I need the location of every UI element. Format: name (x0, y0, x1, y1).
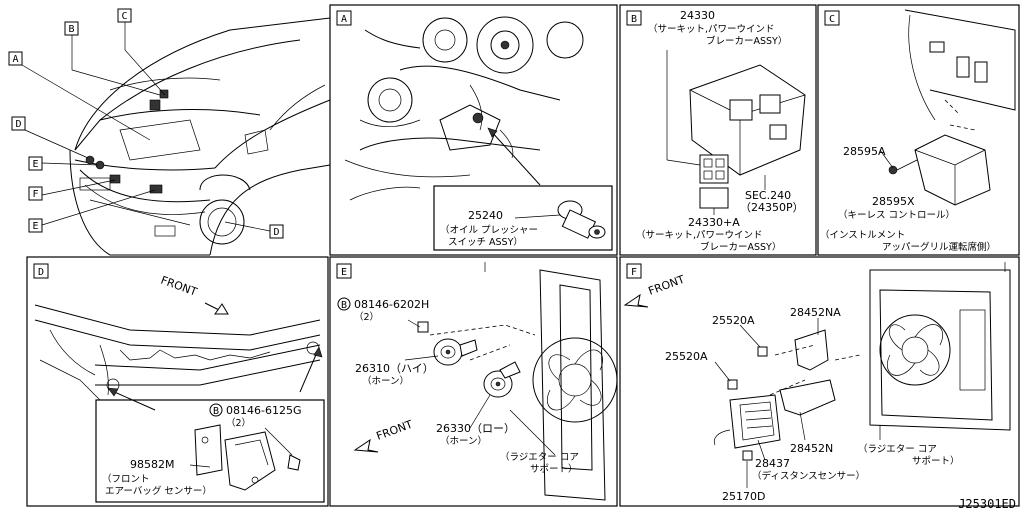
section-c-desc2: （インストルメント (820, 229, 905, 241)
section-f-support1: （ラジエター コア (858, 443, 937, 455)
diagram-code: J25301ED (958, 497, 1016, 511)
section-c-letter: C (829, 14, 835, 25)
section-d-bolt: 08146-6125G (226, 404, 301, 417)
section-f-part-n: 28452N (790, 442, 833, 455)
section-a-part: 25240 (468, 209, 503, 222)
section-d-part: 98582M (130, 458, 174, 471)
overview-callout-f: F (32, 189, 38, 200)
section-e-support1: （ラジエター コア (500, 451, 579, 463)
section-c: C 28595A 28595X （キーレス コントロール） （インストルメント … (817, 4, 1020, 256)
oil-pressure-switch (557, 200, 606, 239)
section-a-desc1: （オイル プレッシャー (440, 224, 538, 236)
section-b-desc-bottom1: （サーキット,パワーウインド (636, 229, 763, 241)
section-f: F FRONT 25520A (619, 256, 1020, 507)
section-f-part-a2: 25520A (665, 350, 708, 363)
section-e: E B 08146-6202H （2） (329, 256, 618, 507)
section-d-bolt-mark: B (213, 406, 219, 417)
section-a-desc2: スイッチ ASSY） (448, 236, 523, 248)
section-b-sec-ref1: SEC.240 (745, 189, 791, 202)
section-d-front: FRONT (159, 274, 199, 299)
overview-callout-a: A (12, 54, 18, 65)
section-d-desc2: エアーバッグ センサー） (105, 485, 212, 497)
section-a: A 25240 （オイル プレッシャー スイッチ ASSY） (329, 4, 618, 256)
section-e-bolt: 08146-6202H (354, 298, 429, 311)
airbag-sensor (194, 424, 276, 491)
section-f-part-sensor: 28437 (755, 457, 790, 470)
section-b-letter: B (631, 14, 637, 25)
section-f-support2: サポート） (912, 455, 960, 467)
section-e-bolt-mark: B (341, 300, 347, 311)
section-e-part-high: 26310（ハイ） (355, 362, 434, 375)
overview-panel: A B C D E F E D (8, 8, 331, 256)
section-b-part-bottom: 24330+A (688, 216, 740, 229)
section-e-desc-high: （ホーン） (362, 375, 409, 387)
overview-callout-c: C (121, 11, 127, 22)
section-c-desc1: （キーレス コントロール） (838, 209, 955, 221)
section-f-desc-sensor: （ディスタンスセンサー） (752, 470, 865, 482)
section-f-part-a1: 25520A (712, 314, 755, 327)
section-e-bolt-qty: （2） (354, 311, 379, 323)
section-b-desc-bottom2: ブレーカーASSY） (700, 241, 781, 253)
section-e-support2: サポート） (530, 463, 578, 475)
section-d-desc1: （フロント (102, 473, 150, 485)
section-b-desc-top2: ブレーカーASSY） (706, 35, 787, 47)
section-b: B 24330 （サーキット,パワーウインド ブレーカーASSY） SEC.24… (619, 4, 817, 256)
section-e-part-low: 26330（ロー） (436, 422, 515, 435)
section-a-letter: A (341, 14, 347, 25)
section-e-letter: E (341, 267, 347, 278)
high-horn (433, 338, 478, 366)
overview-callout-b: B (68, 24, 74, 35)
section-c-part1: 28595A (843, 145, 886, 158)
section-f-letter: F (631, 267, 637, 278)
section-b-desc-top1: （サーキット,パワーウインド (648, 23, 775, 35)
overview-callout-e: E (32, 159, 38, 170)
section-e-front: FRONT (375, 418, 415, 443)
distance-sensor (729, 394, 781, 449)
section-c-desc3: アッパーグリル運転席側） (882, 241, 996, 253)
low-horn (483, 361, 521, 398)
section-f-front: FRONT (647, 273, 687, 298)
section-e-desc-low: （ホーン） (440, 435, 487, 447)
section-c-part2: 28595X (872, 195, 915, 208)
overview-callout-d2: D (273, 227, 279, 238)
section-d-letter: D (38, 267, 44, 278)
overview-callout-d: D (15, 119, 21, 130)
section-d: D FRONT B 08146-6125G （2） (26, 256, 329, 507)
section-b-sec-ref2: （24350P） (740, 201, 804, 214)
section-d-bolt-qty: （2） (226, 417, 251, 429)
overview-callout-e2: E (32, 221, 38, 232)
section-f-part-bottom: 25170D (722, 490, 765, 503)
section-f-part-na: 28452NA (790, 306, 841, 319)
section-b-part-top: 24330 (680, 9, 715, 22)
